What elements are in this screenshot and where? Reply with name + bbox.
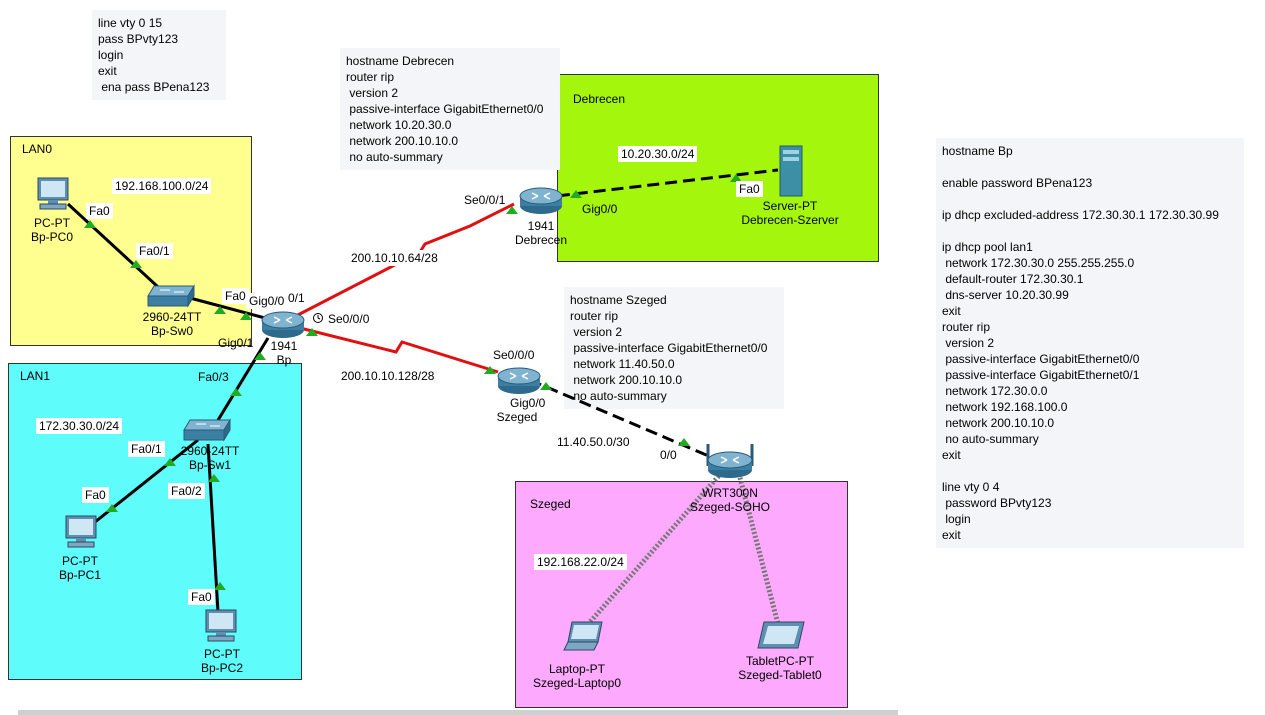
port-label-soho-00: 0/0 [660,448,677,462]
network-label-bp-szeged: 200.10.10.128/28 [338,368,438,384]
lan0-area: LAN0 [10,136,252,346]
szeged-router-caption: Szeged [496,410,538,424]
debrecen-config-note: hostname Debrecen router rip version 2 p… [340,48,560,170]
network-label-lan0: 192.168.100.0/24 [112,178,212,194]
port-label-sw0-fa0x: Fa0 [222,288,249,304]
debrecen-area: Debrecen [557,74,879,262]
port-label-sz-gig00: Gig0/0 [510,396,546,410]
network-label-debrecen-lan: 10.20.30.0/24 [618,146,698,162]
szeged-title: Szeged [530,497,571,511]
port-label-bp-gig01: Gig0/1 [218,336,254,350]
port-label-pc1-fa0: Fa0 [82,487,109,503]
pc-icon[interactable] [202,608,240,644]
link-bp-szeged[interactable] [299,326,499,374]
link-bp-debrecen[interactable] [291,202,515,320]
port-label-pc0-fa0: Fa0 [86,203,113,219]
link-pc0-sw0[interactable] [66,202,172,300]
link-szeged-soho[interactable] [529,378,719,462]
port-label-sw0-fa01: Fa0/1 [136,243,173,259]
port-label-server-fa0: Fa0 [736,181,763,197]
clock-icon [313,313,323,323]
lan1-area: LAN1 [8,363,302,680]
switch-icon[interactable] [182,418,232,442]
network-label-bp-debrecen: 200.10.10.64/28 [348,250,441,266]
wireless-router-icon[interactable] [702,440,758,482]
vty-config-note: line vty 0 15 pass BPvty123 login exit e… [92,10,226,100]
horizontal-scrollbar[interactable] [18,710,898,715]
server-icon[interactable] [776,144,806,198]
port-label-deb-gig00: Gig0/0 [582,202,618,216]
port-label-sw1-fa01: Fa0/1 [128,441,165,457]
link-sw1-pc2[interactable] [206,443,220,613]
bp-config-note: hostname Bp enable password BPena123 ip … [936,138,1244,548]
network-label-szeged-lan: 192.168.22.0/24 [534,554,627,570]
network-label-szeged-wan: 11.40.50.0/30 [554,434,633,450]
debrecen-title: Debrecen [573,92,626,106]
lan0-title: LAN0 [22,142,53,156]
port-status-markers [84,174,742,590]
link-debrecen-server[interactable] [539,168,779,200]
port-label-bp-01: 0/1 [288,291,305,305]
laptop-icon[interactable] [562,620,606,654]
port-label-sz-se000: Se0/0/0 [493,348,535,362]
port-label-bp-se000: Se0/0/0 [328,312,370,326]
lan1-title: LAN1 [20,369,51,383]
network-label-lan1: 172.30.30.0/24 [36,418,123,434]
port-label-pc2-fa0: Fa0 [188,589,215,605]
switch-icon[interactable] [146,284,196,308]
pc-icon[interactable] [62,514,100,550]
szeged-config-note: hostname Szeged router rip version 2 pas… [564,287,784,409]
router-icon[interactable] [260,308,306,340]
link-wireless-laptop [588,468,726,624]
router-icon[interactable] [496,364,542,396]
port-label-bp-gig00: Gig0/0 [246,293,288,309]
port-label-sw1-fa03: Fa0/3 [198,370,229,384]
link-bp-sw1[interactable] [210,337,270,431]
szeged-area: Szeged [515,481,848,708]
port-label-deb-se001: Se0/0/1 [464,193,506,207]
pc-icon[interactable] [34,176,72,212]
link-wireless-tablet [735,469,781,625]
tablet-icon[interactable] [756,620,806,652]
port-label-sw1-fa02: Fa0/2 [168,483,205,499]
router-icon[interactable] [518,184,564,216]
